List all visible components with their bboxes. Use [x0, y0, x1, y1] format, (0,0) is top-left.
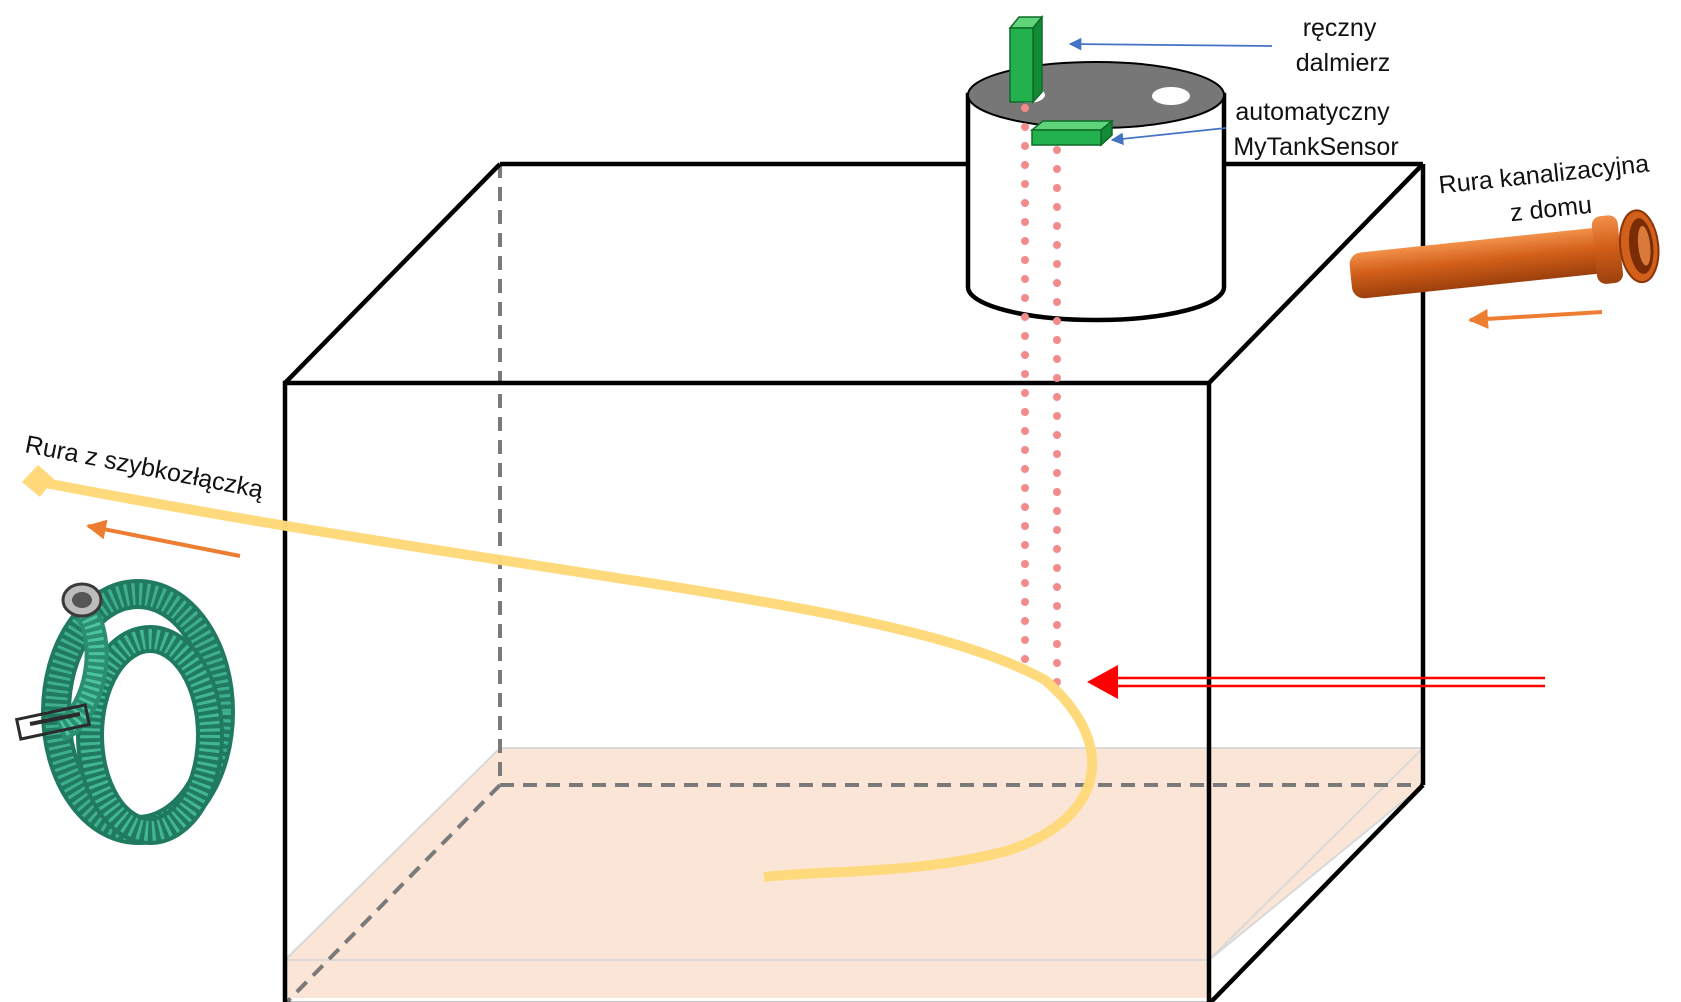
lid-hole-right [1152, 87, 1190, 105]
inflow-arrow [1468, 308, 1603, 329]
suction-hose [39, 477, 1097, 882]
rangefinder-pointer-arrow [1068, 37, 1273, 51]
orange-sewer-pipe-icon [1349, 209, 1660, 299]
manual-rangefinder-label: ręczny dalmierz [1296, 14, 1390, 77]
liquid-level-arrow [1087, 665, 1545, 699]
laser-beams [1021, 104, 1061, 692]
manhole-cylinder [965, 61, 1227, 323]
quick-coupler-tip [22, 465, 54, 497]
mytanksensor-label: automatyczny MyTankSensor [1233, 98, 1398, 161]
tank-hidden-edges [284, 164, 1423, 1002]
green-coiled-hose-icon [14, 579, 235, 845]
sensor-pointer-arrow [1110, 127, 1227, 146]
mytanksensor-device [1029, 119, 1115, 147]
outflow-arrow [86, 519, 241, 558]
quick-pipe-label: Rura z szybkozłączką [23, 430, 266, 504]
manual-rangefinder-device [1008, 14, 1044, 104]
